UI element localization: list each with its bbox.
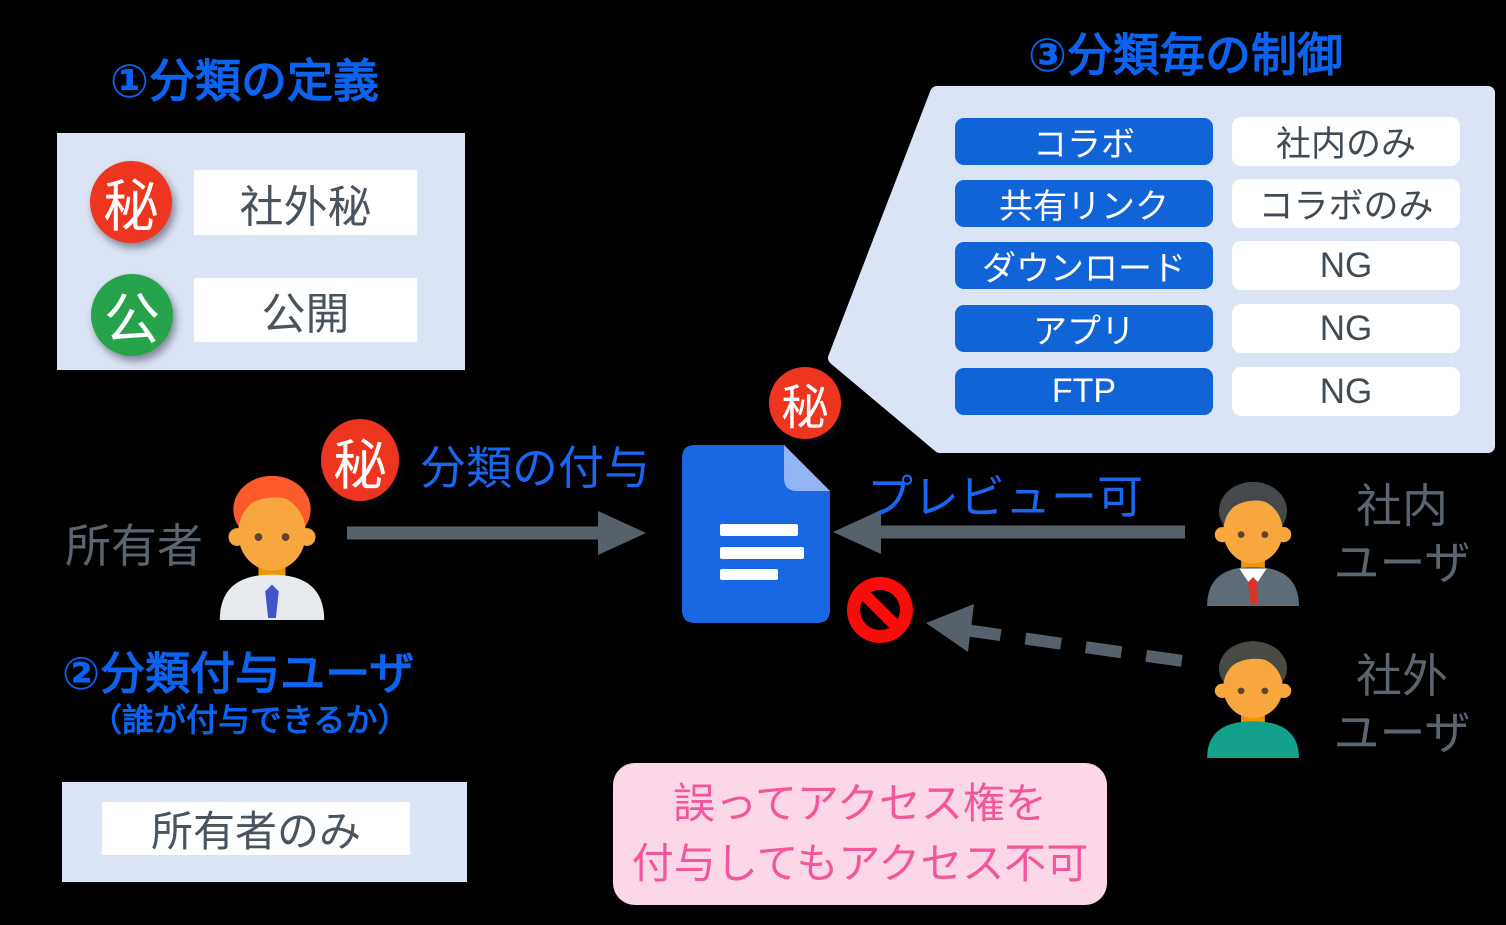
external-user-label-line2: ユーザ bbox=[1333, 707, 1471, 759]
classification-label-public: 公開 bbox=[194, 278, 417, 342]
owner-label: 所有者 bbox=[65, 520, 203, 572]
control-feature-collab: コラボ bbox=[955, 118, 1213, 165]
internal-user-label-line1: 社内 bbox=[1356, 480, 1448, 532]
document-icon bbox=[682, 445, 830, 623]
external-user-person-icon bbox=[1207, 641, 1299, 758]
assigner-box: 所有者のみ bbox=[102, 802, 410, 855]
control-value-ftp: NG bbox=[1232, 367, 1460, 416]
control-value-sharelink: コラボのみ bbox=[1232, 179, 1460, 228]
internal-user-label-line2: ユーザ bbox=[1333, 537, 1471, 589]
prohibition-icon bbox=[847, 577, 913, 643]
owner-person-icon bbox=[219, 475, 325, 620]
blocked-arrow bbox=[926, 604, 1191, 668]
external-user-label: 社外 ユーザ bbox=[1322, 648, 1482, 762]
control-feature-download: ダウンロード bbox=[955, 242, 1213, 289]
control-value-download: NG bbox=[1232, 241, 1460, 290]
assign-label: 分類の付与 bbox=[420, 442, 650, 494]
control-feature-app: アプリ bbox=[955, 305, 1213, 352]
internal-user-label: 社内 ユーザ bbox=[1322, 478, 1482, 592]
preview-arrow bbox=[833, 510, 1185, 554]
control-feature-ftp: FTP bbox=[955, 368, 1213, 415]
classification-label-confidential: 社外秘 bbox=[194, 170, 417, 235]
assign-arrow bbox=[347, 511, 646, 555]
warning-line1: 誤ってアクセス権を bbox=[673, 780, 1047, 827]
warning-line2: 付与してもアクセス不可 bbox=[631, 840, 1089, 887]
external-user-label-line1: 社外 bbox=[1356, 650, 1448, 702]
section3-title: ③分類毎の制御 bbox=[1028, 29, 1343, 81]
public-badge-icon: 公 bbox=[91, 274, 173, 356]
control-feature-sharelink: 共有リンク bbox=[955, 180, 1213, 227]
assign-badge-icon: 秘 bbox=[321, 419, 399, 501]
internal-user-person-icon bbox=[1207, 481, 1299, 606]
confidential-badge-icon: 秘 bbox=[90, 161, 172, 243]
section1-title: ①分類の定義 bbox=[110, 55, 379, 107]
section2-title: ②分類付与ユーザ bbox=[62, 648, 415, 699]
warning-box: 誤ってアクセス権を 付与してもアクセス不可 bbox=[613, 763, 1107, 905]
section2-subtitle: （誰が付与できるか） bbox=[90, 702, 410, 738]
preview-label: プレビュー可 bbox=[867, 471, 1143, 523]
control-value-collab: 社内のみ bbox=[1232, 117, 1460, 166]
document-badge-icon: 秘 bbox=[769, 367, 841, 439]
control-value-app: NG bbox=[1232, 304, 1460, 353]
